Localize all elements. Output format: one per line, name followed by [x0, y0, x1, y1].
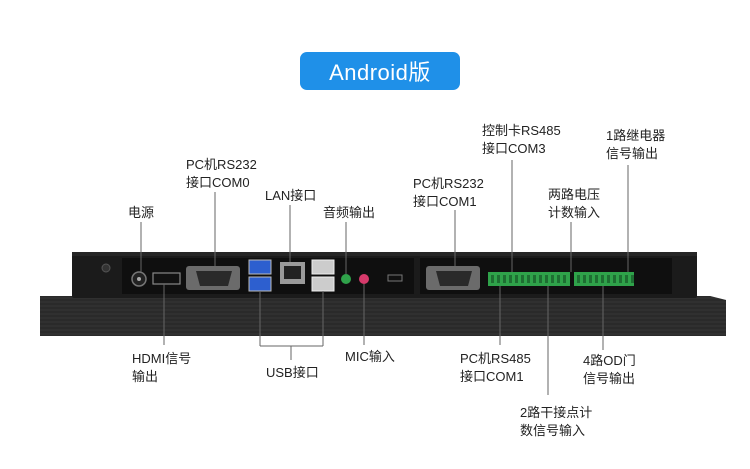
- usb2-top: [311, 259, 335, 275]
- terminal-pin: [521, 275, 524, 283]
- label-mic-in: MIC输入: [345, 349, 395, 364]
- small-slot: [387, 274, 403, 282]
- label-od-out: 4路OD门信号输出: [583, 353, 636, 386]
- terminal-pin: [577, 275, 580, 283]
- label-voltage-in: 两路电压计数输入: [548, 187, 601, 220]
- terminal-pin: [601, 275, 604, 283]
- label-usb: USB接口: [266, 365, 319, 380]
- terminal-pin: [595, 275, 598, 283]
- terminal-pin: [557, 275, 560, 283]
- terminal-pin: [503, 275, 506, 283]
- terminal-pin: [625, 275, 628, 283]
- terminal-pin: [527, 275, 530, 283]
- audio-out-jack: [341, 274, 351, 284]
- version-title: Android版: [300, 52, 460, 90]
- mic-in-jack: [359, 274, 369, 284]
- terminal-pin: [551, 275, 554, 283]
- label-lan: LAN接口: [265, 188, 317, 203]
- label-relay-out: 1路继电器信号输出: [606, 128, 666, 161]
- usb3-bottom: [248, 276, 272, 292]
- label-power: 电源: [128, 205, 155, 220]
- hdmi-port: [152, 272, 181, 285]
- terminal-pin: [533, 275, 536, 283]
- terminal-pin: [539, 275, 542, 283]
- screw-left: [101, 263, 111, 273]
- terminal-pin: [491, 275, 494, 283]
- panel-texture: [40, 296, 726, 336]
- terminal-pin: [515, 275, 518, 283]
- label-audio-out: 音频输出: [323, 205, 376, 220]
- terminal-pin: [631, 275, 634, 283]
- label-hdmi-out: HDMI信号输出: [132, 351, 192, 384]
- terminal-pin: [607, 275, 610, 283]
- label-dry-contact-in: 2路干接点计数信号输入: [520, 405, 593, 438]
- terminal-pin: [589, 275, 592, 283]
- usb2-bottom: [311, 276, 335, 292]
- terminal-pin: [563, 275, 566, 283]
- terminal-pin: [545, 275, 548, 283]
- usb3-top: [248, 259, 272, 275]
- leader-lines: [140, 160, 629, 395]
- terminal-pin: [509, 275, 512, 283]
- terminal-pin: [497, 275, 500, 283]
- terminal-pin: [619, 275, 622, 283]
- terminal-pin: [583, 275, 586, 283]
- terminal-pin: [613, 275, 616, 283]
